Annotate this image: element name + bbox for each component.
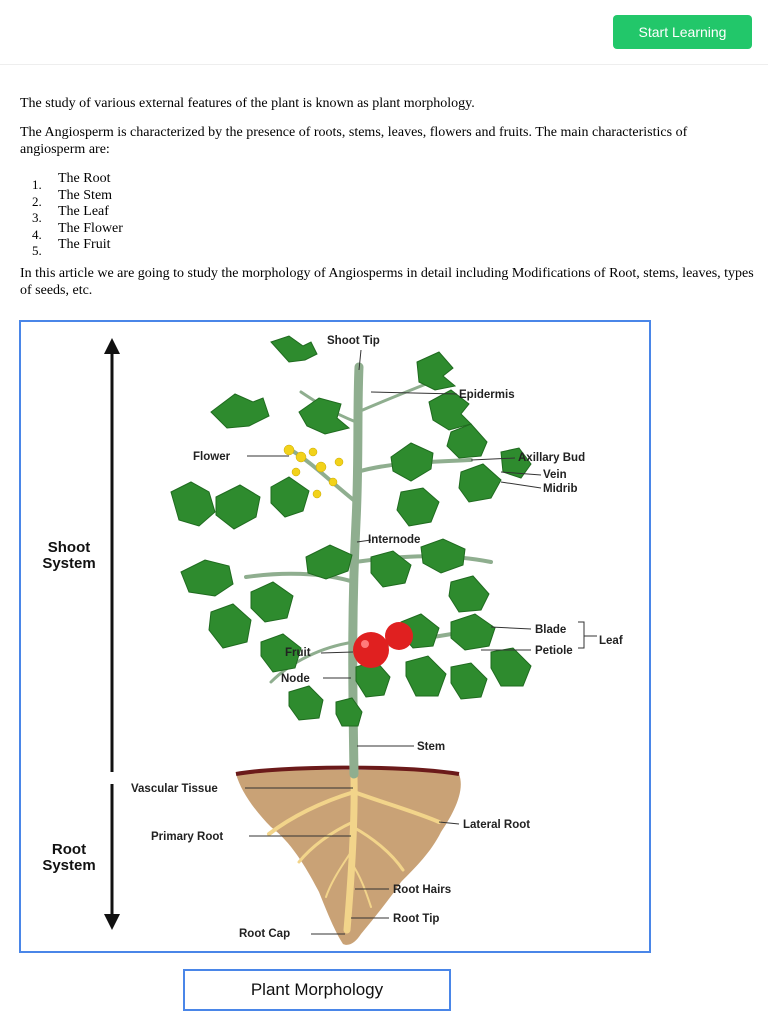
label-axillary-bud: Axillary Bud	[518, 452, 585, 464]
list-item: 4. The Flower	[20, 220, 755, 242]
label-root-tip: Root Tip	[393, 913, 439, 925]
list-number: 3.	[32, 210, 42, 225]
list-item-label: The Flower	[58, 220, 123, 236]
label-flower: Flower	[193, 451, 231, 463]
label-epidermis: Epidermis	[459, 389, 515, 401]
label-blade: Blade	[535, 624, 566, 636]
label-lateral-root: Lateral Root	[463, 819, 530, 831]
label-midrib: Midrib	[543, 483, 578, 495]
figure-caption: Plant Morphology	[183, 969, 451, 1011]
list-number: 4.	[32, 226, 42, 242]
label-node: Node	[281, 673, 310, 685]
article-body: The study of various external features o…	[20, 95, 755, 311]
list-item-label: The Stem	[58, 187, 113, 203]
outro-paragraph: In this article we are going to study th…	[20, 265, 754, 298]
label-stem: Stem	[417, 741, 445, 753]
label-vein: Vein	[543, 469, 567, 481]
leaves	[170, 335, 532, 727]
root-system-arrow	[104, 784, 120, 930]
label-leaders	[245, 349, 597, 935]
start-learning-button[interactable]: Start Learning	[613, 15, 752, 49]
label-primary-root: Primary Root	[151, 831, 223, 843]
list-number: 2.	[32, 193, 42, 209]
label-root-hairs: Root Hairs	[393, 884, 451, 896]
label-petiole: Petiole	[535, 645, 573, 657]
list-number: 5.	[32, 243, 42, 258]
label-vascular-tissue: Vascular Tissue	[131, 783, 218, 795]
roots	[267, 773, 441, 934]
label-fruit: Fruit	[285, 647, 311, 659]
label-shoot-tip: Shoot Tip	[327, 335, 380, 347]
list-item: 1. The Root	[20, 170, 755, 192]
intro-paragraph: The study of various external features o…	[20, 96, 475, 111]
list-item-label: The Root	[58, 171, 111, 186]
list-item: 5. The Fruit	[20, 236, 755, 258]
fruits	[353, 622, 413, 668]
characteristics-list: 1. The Root 2. The Stem 3. The Leaf 4. The F…	[20, 170, 755, 258]
label-leaf: Leaf	[599, 635, 623, 647]
list-item: 3. The Leaf	[20, 203, 755, 225]
list-item-label: The Fruit	[58, 237, 111, 252]
top-bar: Start Learning	[0, 0, 768, 65]
list-number: 1.	[32, 177, 42, 192]
list-item: 2. The Stem	[20, 187, 755, 209]
label-internode: Internode	[368, 534, 420, 546]
label-root-cap: Root Cap	[239, 928, 290, 940]
flowers	[283, 444, 344, 499]
list-item-label: The Leaf	[58, 204, 109, 219]
shoot-system-arrow	[104, 338, 120, 772]
angiosperm-paragraph: The Angiosperm is characterized by the p…	[20, 125, 688, 157]
